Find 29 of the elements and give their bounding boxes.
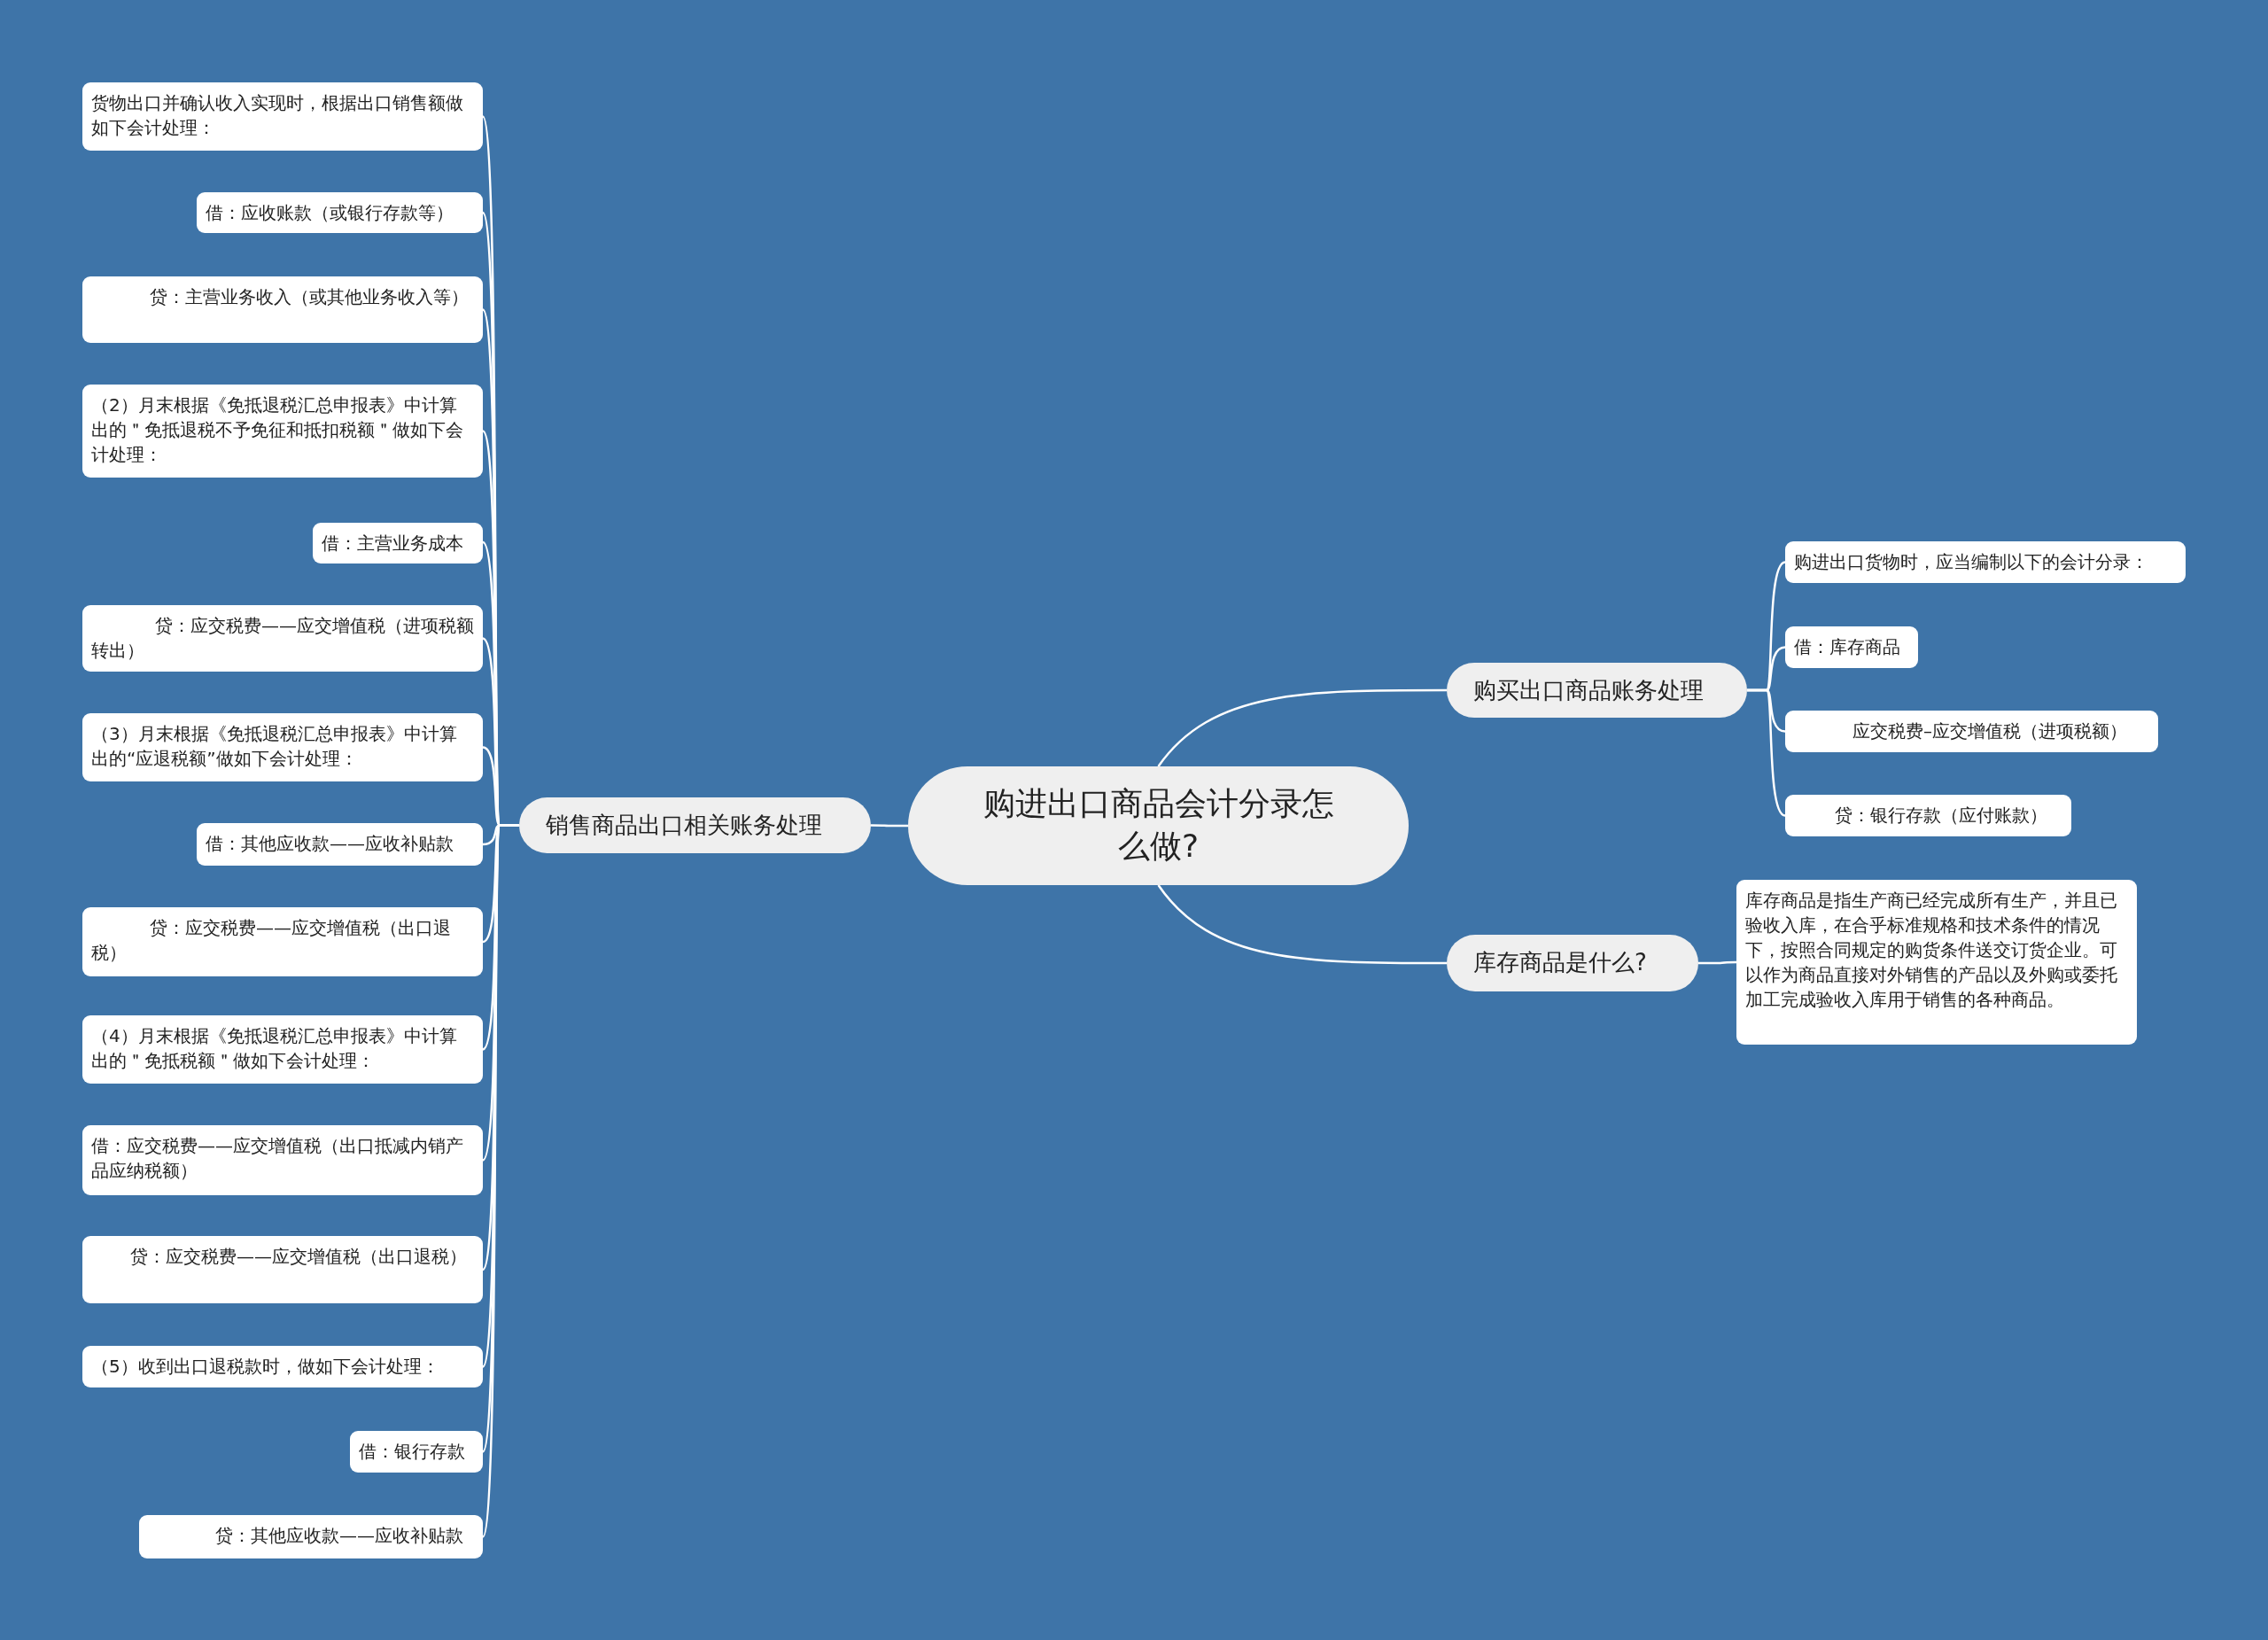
note-box: 借：库存商品 <box>1785 626 1918 668</box>
note-box: 贷：应交税费——应交增值税（出口退税） <box>82 907 483 976</box>
connector-line <box>1698 960 1736 965</box>
note-box: 应交税费–应交增值税（进项税额） <box>1785 711 2158 752</box>
note-box: （5）收到出口退税款时，做如下会计处理： <box>82 1346 483 1387</box>
note-box: （3）月末根据《免抵退税汇总申报表》中计算出的“应退税额”做如下会计处理： <box>82 713 483 781</box>
note-box: 贷：主营业务收入（或其他业务收入等） <box>82 276 483 343</box>
note-box: 贷：应交税费——应交增值税（出口退税） <box>82 1236 483 1303</box>
topic-bubble: 购进出口商品会计分录怎么做? <box>908 766 1409 885</box>
note-box: 贷：银行存款（应付账款） <box>1785 795 2071 836</box>
note-box: 借：应交税费——应交增值税（出口抵减内销产品应纳税额） <box>82 1125 483 1195</box>
note-box: 购进出口货物时，应当编制以下的会计分录： <box>1785 541 2186 583</box>
connector-line <box>871 824 908 828</box>
note-box: 借：银行存款 <box>350 1431 483 1473</box>
note-box: （4）月末根据《免抵退税汇总申报表》中计算出的＂免抵税额＂做如下会计处理： <box>82 1015 483 1084</box>
note-box: 借：其他应收款——应收补贴款 <box>197 823 483 866</box>
note-box: 货物出口并确认收入实现时，根据出口销售额做如下会计处理： <box>82 82 483 151</box>
branch-bubble: 销售商品出口相关账务处理 <box>519 797 871 853</box>
branch-bubble: 购买出口商品账务处理 <box>1447 663 1747 718</box>
note-box: 借：主营业务成本 <box>313 523 483 564</box>
branch-bubble: 库存商品是什么? <box>1447 935 1698 991</box>
note-box: 借：应收账款（或银行存款等） <box>197 192 483 233</box>
connector-line <box>1157 884 1447 965</box>
connector-line <box>1157 688 1447 767</box>
note-box: 库存商品是指生产商已经完成所有生产，并且已验收入库，在合乎标准规格和技术条件的情况下，按照合同规定的购货条件送交订货企业。可以作为商品直接对外销售的产品以及外购或委托加工完成验收入库用于销售的各种商品。 <box>1736 880 2137 1045</box>
note-box: （2）月末根据《免抵退税汇总申报表》中计算出的＂免抵退税不予免征和抵扣税额＂做如下会计处理： <box>82 385 483 478</box>
note-box: 贷：其他应收款——应收补贴款 <box>139 1515 483 1558</box>
note-box: 贷：应交税费——应交增值税（进项税额转出） <box>82 605 483 672</box>
connector-line <box>1747 688 1786 817</box>
